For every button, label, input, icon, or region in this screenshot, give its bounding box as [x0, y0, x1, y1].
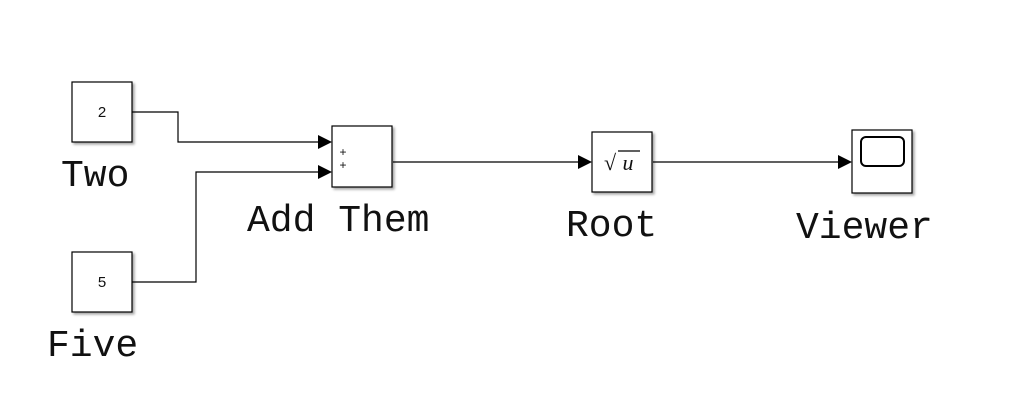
arrowhead-two-to-add — [318, 135, 332, 149]
label-five: Five — [47, 325, 139, 368]
add-input-sign-2: + — [339, 158, 346, 172]
label-root: Root — [566, 205, 658, 248]
label-two: Two — [61, 155, 130, 198]
arrowhead-root-to-viewer — [838, 155, 852, 169]
label-viewer: Viewer — [796, 207, 933, 250]
constant-block-five[interactable]: 5 — [71, 251, 133, 313]
arrowhead-add-to-root — [578, 155, 592, 169]
constant-block-two[interactable]: 2 — [71, 81, 133, 143]
signal-two-to-add[interactable] — [132, 111, 318, 143]
sqrt-variable: u — [623, 150, 634, 175]
constant-two-value: 2 — [98, 104, 106, 121]
sqrt-block[interactable]: √ u — [591, 131, 653, 193]
constant-five-value: 5 — [98, 274, 106, 291]
add-block[interactable]: + + — [331, 125, 393, 188]
scope-display-icon — [860, 136, 905, 167]
arrowhead-five-to-add — [318, 165, 332, 179]
viewer-block[interactable] — [851, 129, 913, 194]
sqrt-symbol: √ — [604, 150, 617, 175]
label-add-them: Add Them — [247, 200, 430, 243]
signal-five-to-add[interactable] — [132, 171, 318, 283]
add-input-sign-1: + — [339, 145, 346, 159]
